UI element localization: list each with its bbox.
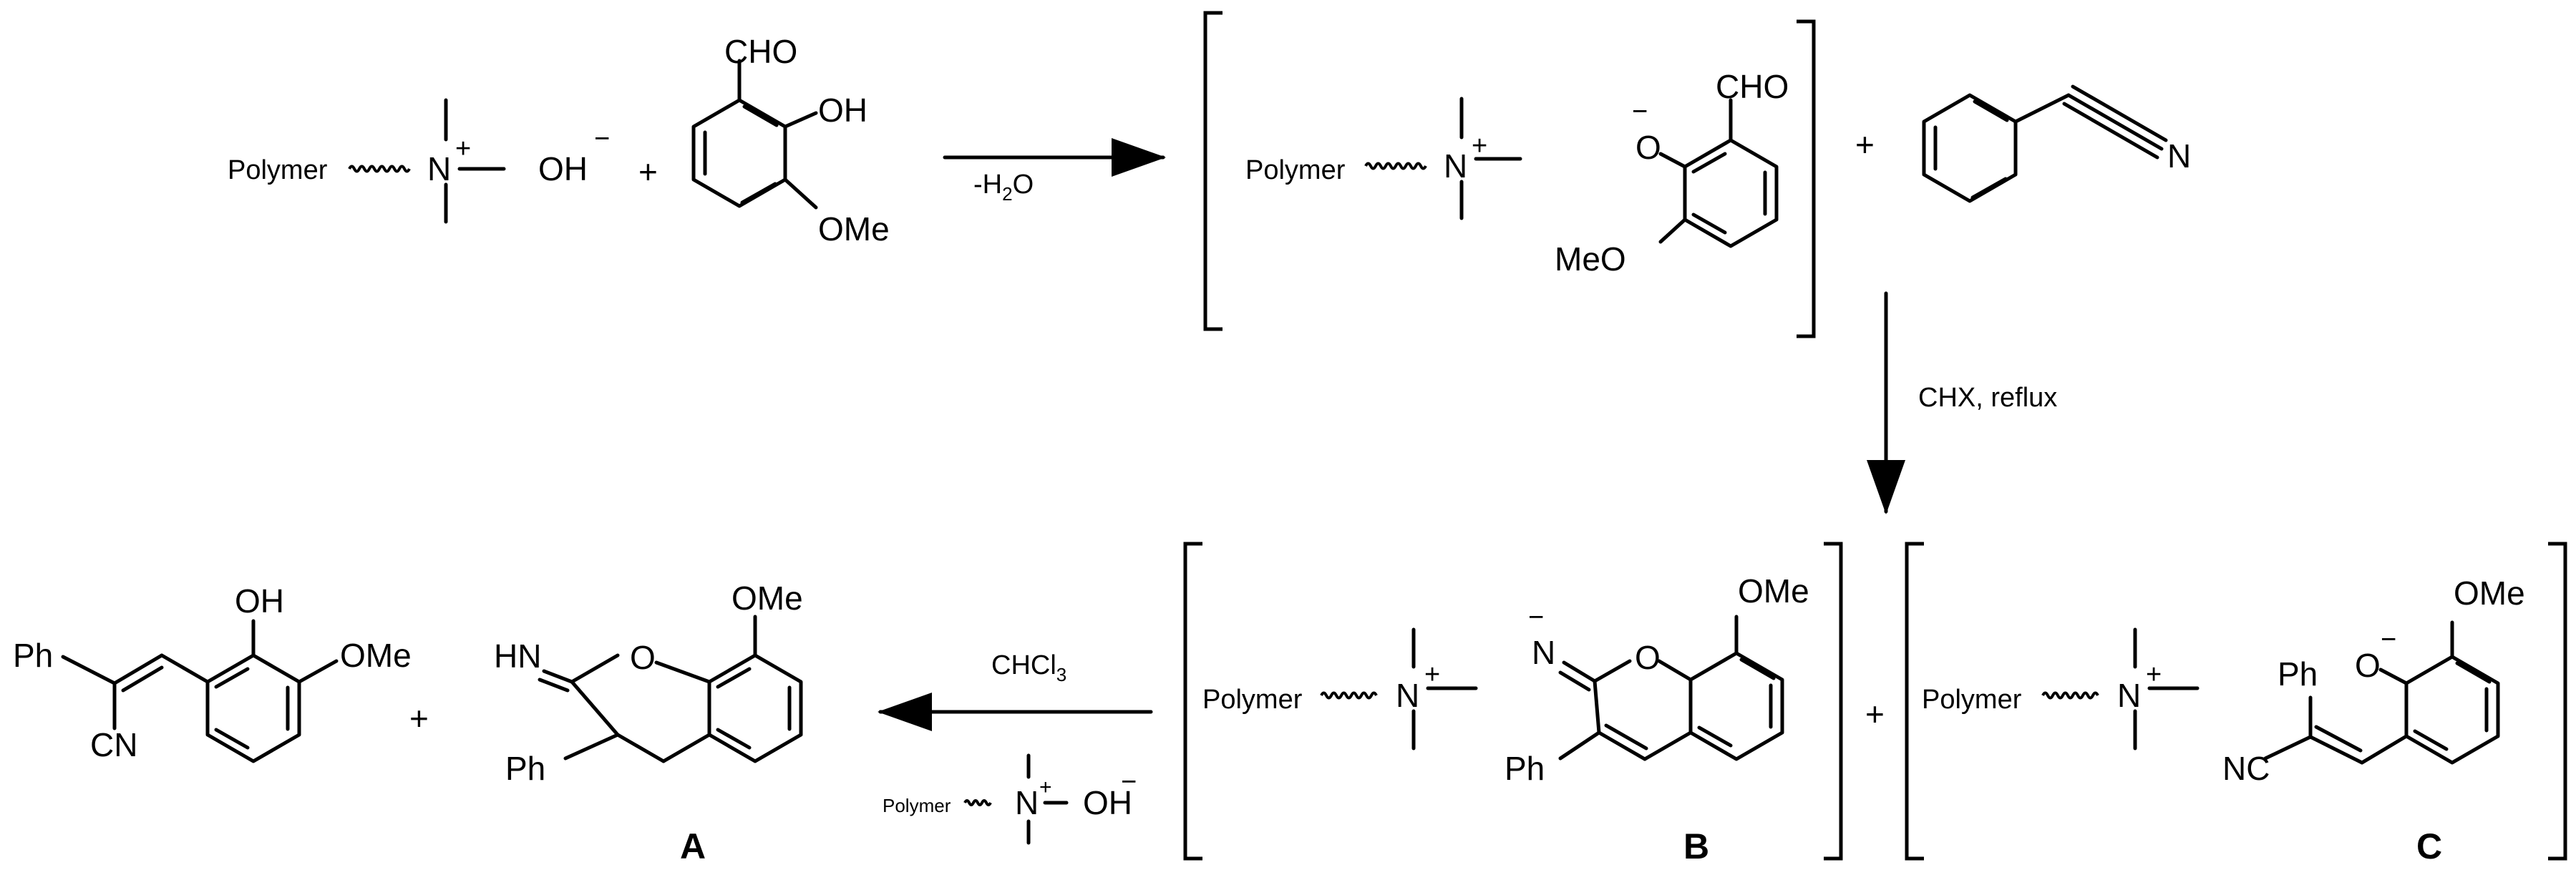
phenol-oh-label: OH	[818, 92, 867, 129]
ammonium-nitrogen: N	[1444, 147, 1467, 185]
ammonium-plus: +	[1039, 776, 1052, 799]
polymer-ammonium-phenoxide: Polymer N +	[1245, 97, 1522, 220]
polymer-ammonium-b: Polymer N +	[1202, 627, 1478, 751]
polymer-label: Polymer	[1245, 155, 1346, 185]
bracket-left-b	[1183, 542, 1202, 861]
phenoxide-o: O	[1635, 129, 1661, 166]
catalyst-polymer-ammonium-hydroxide: Polymer N + OH −	[883, 753, 1137, 845]
phenoxide-minus: −	[1632, 97, 1648, 127]
polymer-label: Polymer	[1202, 685, 1303, 715]
bracket-right-top	[1797, 19, 1816, 338]
benzene-ring	[2404, 655, 2500, 765]
benzene-ring	[1922, 93, 2018, 203]
ammonium-nitrogen: N	[1396, 677, 1419, 714]
polymer-label: Polymer	[883, 795, 951, 816]
imine-minus: −	[1528, 602, 1544, 632]
methoxy-label: OMe	[818, 210, 890, 248]
polymer-ammonium-hydroxide: Polymer N + OH −	[228, 98, 610, 224]
ammonium-nitrogen: N	[2117, 677, 2141, 714]
phenoxide-o: O	[2355, 647, 2381, 684]
acrylonitrile-phenol-product: Ph CN OH OMe	[13, 582, 412, 763]
polymer-wavy-bond	[348, 165, 411, 173]
phenyl-label: Ph	[1505, 750, 1545, 787]
benzene-ring	[707, 653, 803, 763]
phenyl-label: Ph	[2278, 655, 2318, 693]
compound-a-iminochroman: O HN Ph OMe A	[494, 580, 803, 866]
phenyl-label: Ph	[505, 750, 545, 787]
plus-sign-1: +	[638, 153, 658, 190]
methoxy-label: OMe	[732, 580, 803, 617]
methoxy-label: MeO	[1555, 240, 1626, 278]
hydroxide-label: OH	[538, 150, 588, 187]
methoxy-label: OMe	[2454, 575, 2525, 612]
cyano-label: NC	[2222, 750, 2270, 787]
polymer-label: Polymer	[1922, 685, 2022, 715]
cho-label: CHO	[724, 33, 797, 70]
phenoxide-minus: −	[2381, 625, 2396, 655]
ammonium-nitrogen: N	[427, 150, 451, 187]
cho-label: CHO	[1716, 68, 1789, 105]
plus-sign-3: +	[409, 700, 429, 737]
hydroxide-minus: −	[594, 124, 610, 154]
vanillin-phenoxide: CHO O − MeO	[1555, 68, 1789, 278]
condition-water-loss: -H2O	[973, 170, 1034, 205]
imine-n-label: N	[1532, 634, 1555, 671]
benzyl-cyanide: N	[1922, 84, 2191, 203]
condition-chcl3: CHCl3	[991, 650, 1066, 685]
compound-label-a: A	[680, 826, 706, 866]
condition-chx-reflux: CHX, reflux	[1918, 383, 2057, 413]
polymer-ammonium-c: Polymer N +	[1922, 627, 2200, 751]
ammonium-plus: +	[1472, 131, 1487, 161]
bracket-right-c	[2548, 542, 2567, 861]
imine-hn-label: HN	[494, 637, 541, 675]
compound-label-c: C	[2416, 826, 2442, 866]
phenol-oh-label: OH	[235, 582, 284, 620]
plus-sign-4: +	[1865, 695, 1885, 733]
benzene-ring	[691, 98, 787, 208]
bracket-left-c	[1905, 542, 1924, 861]
compound-b-iminocoumarin-anion: O N − Ph OMe B	[1505, 572, 1809, 866]
ring-oxygen: O	[630, 639, 656, 676]
benzene-ring	[1683, 138, 1779, 248]
polymer-label: Polymer	[228, 155, 328, 185]
ome-bond	[783, 177, 818, 210]
hydroxide-minus: −	[1121, 767, 1137, 797]
oh-bond	[783, 111, 818, 129]
nitrile-n: N	[2167, 137, 2191, 175]
ammonium-plus: +	[1424, 660, 1440, 690]
methoxy-label: OMe	[1738, 572, 1809, 610]
phenyl-label: Ph	[13, 637, 53, 674]
ammonium-nitrogen: N	[1015, 784, 1039, 821]
hydroxide-label: OH	[1083, 784, 1132, 821]
compound-label-b: B	[1683, 826, 1709, 866]
plus-sign-2: +	[1855, 126, 1875, 163]
cyano-label: CN	[90, 726, 137, 763]
ortho-vanillin: CHO OH OMe	[691, 33, 890, 248]
ammonium-plus: +	[455, 134, 471, 164]
methoxy-label: OMe	[340, 637, 412, 674]
compound-c-phenoxide-acrylonitrile: Ph NC O − OMe C	[2222, 575, 2525, 866]
benzene-ring	[205, 653, 301, 763]
bracket-right-b	[1824, 542, 1843, 861]
ammonium-plus: +	[2146, 660, 2162, 690]
bracket-left-top	[1203, 11, 1223, 331]
benzene-ring	[1688, 651, 1784, 761]
ring-oxygen: O	[1635, 639, 1661, 676]
